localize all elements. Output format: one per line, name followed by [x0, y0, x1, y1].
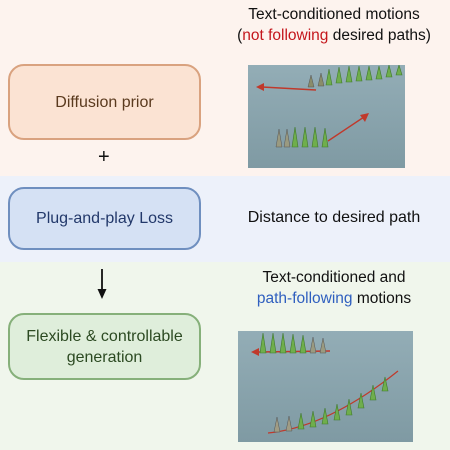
bottom-caption: Text-conditioned and path-following moti… [218, 267, 450, 309]
path-following-highlight: path-following [256, 290, 353, 307]
top-caption: Text-conditioned motions (not following … [218, 4, 450, 46]
top-caption-open-paren: ( [237, 27, 243, 44]
figure-row-lower [297, 376, 389, 430]
top-caption-line1: Text-conditioned motions [248, 6, 420, 23]
top-caption-line2: (not following desired paths) [218, 25, 450, 46]
plus-symbol: + [98, 146, 110, 168]
not-following-highlight: not following [242, 27, 329, 44]
figure-row-upper [325, 65, 403, 86]
generation-label-line1: Flexible & controllable [26, 327, 183, 345]
figure-row-upper [259, 332, 307, 354]
bottom-caption-line2: path-following motions [218, 288, 450, 309]
bottom-caption-line1: Text-conditioned and [262, 269, 406, 286]
diffusion-prior-label: Diffusion prior [55, 93, 154, 111]
generation-label-line2: generation [66, 348, 143, 366]
middle-caption: Distance to desired path [247, 209, 421, 226]
figure-row-lower [291, 126, 329, 148]
down-arrow-icon [97, 269, 107, 299]
figure-row-upper-dark [309, 336, 327, 354]
top-caption-rest: desired paths) [328, 27, 431, 44]
flexible-controllable-generation-box: Flexible & controllable generation [8, 313, 201, 380]
figure-row-upper-dark [307, 72, 325, 88]
plug-and-play-loss-label: Plug-and-play Loss [36, 210, 173, 227]
not-following-motion-render [248, 65, 405, 168]
path-following-motion-render [238, 331, 413, 442]
desired-path-curve [267, 370, 399, 434]
desired-path-arrow-upper [256, 83, 317, 91]
desired-path-arrow-lower [327, 113, 369, 142]
plug-and-play-loss-box: Plug-and-play Loss [8, 187, 201, 250]
diffusion-prior-box: Diffusion prior [8, 64, 201, 140]
figure-row-lower-dark [273, 415, 293, 433]
figure-row-lower-dark [275, 128, 291, 148]
bottom-caption-rest: motions [352, 290, 412, 307]
